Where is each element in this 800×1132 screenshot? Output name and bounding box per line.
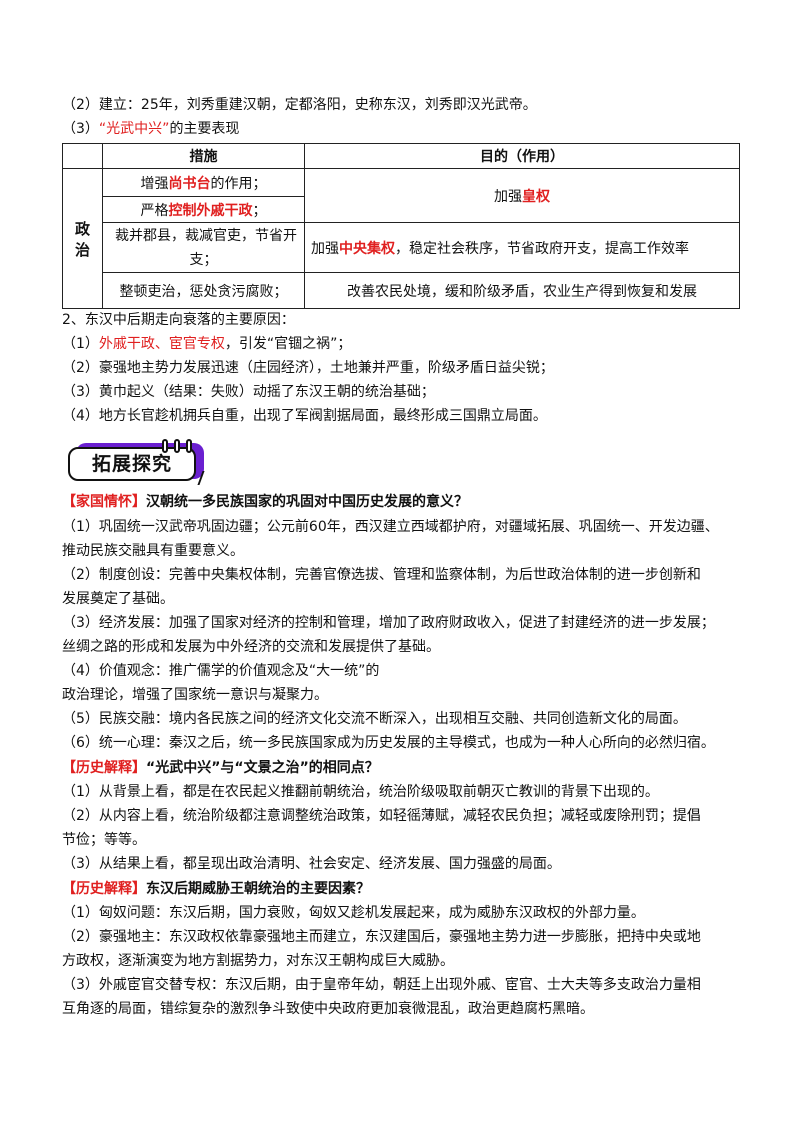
q2-answer-2a: （2）从内容上看，统治阶级都注意调整统治政策，如轻徭薄赋，减轻农民负担；减轻或废… [62, 808, 701, 824]
measure-3-line2: 支； [189, 251, 218, 268]
q3-answer-3a: （3）外戚宦官交替专权：东汉后期，由于皇帝年幼，朝廷上出现外戚、宦官、士大夫等多… [62, 977, 701, 993]
banner-label: 拓展探究 [68, 447, 196, 481]
measure-3: 裁并郡县，裁减官吏，节省开 支； [102, 222, 305, 273]
header-measures: 措施 [102, 143, 305, 169]
q1-answer-6: （6）统一心理：秦汉之后，统一多民族国家成为历史发展的主导模式，也成为一种人心所… [62, 735, 715, 751]
purpose-1-a: 加强 [494, 188, 522, 205]
decline-item-2: （2）豪强地主势力发展迅速（庄园经济），土地兼并严重，阶级矛盾日益尖锐； [62, 360, 554, 376]
decline-1-prefix: （1） [62, 336, 99, 352]
decline-1-suffix: ，引发“官锢之祸”； [224, 336, 352, 352]
measure-2-key: 控制外戚干政 [168, 202, 253, 219]
guangwu-suffix: 的主要表现 [169, 121, 240, 137]
q1-answer-3a: （3）经济发展：加强了国家对经济的控制和管理，增加了政府财政收入，促进了封建经济… [62, 615, 715, 631]
q3-answer-2b: 方政权，逐渐演变为地方割据势力，对东汉王朝构成巨大威胁。 [62, 953, 454, 969]
measure-2: 严格控制外戚干政； [102, 196, 305, 223]
q1-answer-4b: 政治理论，增强了国家统一意识与凝聚力。 [62, 687, 328, 703]
q2-answer-3: （3）从结果上看，都呈现出政治清明、社会安定、经济发展、国力强盛的局面。 [62, 856, 561, 872]
q1-question: 汉朝统一多民族国家的巩固对中国历史发展的意义？ [146, 494, 468, 510]
measure-1: 增强尚书台的作用； [102, 168, 305, 197]
measure-4: 整顿吏治，惩处贪污腐败； [102, 272, 305, 309]
table-row: 政治 增强尚书台的作用； 加强皇权 [62, 168, 740, 309]
header-empty-cell [62, 143, 103, 169]
q3-answer-3b: 互角逐的局面，错综复杂的激烈争斗致使中央政府更加衰微混乱，政治更趋腐朽黑暗。 [62, 1001, 594, 1017]
guangwu-prefix: （3） [62, 121, 99, 137]
purpose-2-b: ，稳定社会秩序，节省政府开支，提高工作效率 [395, 240, 689, 257]
header-purpose: 目的（作用） [304, 143, 740, 169]
q1-answer-1b: 推动民族交融具有重要意义。 [62, 543, 244, 559]
measure-1-b: 的作用； [210, 175, 267, 192]
decline-title: 2、东汉中后期走向衰落的主要原因： [62, 312, 295, 328]
q1-answer-2a: （2）制度创设：完善中央集权体制，完善官僚选拔、管理和监察体制，为后世政治体制的… [62, 567, 701, 583]
q2-answer-2b: 节俭；等等。 [62, 832, 146, 848]
measure-2-a: 严格 [140, 202, 169, 219]
table-header-row: 措施 目的（作用） [62, 143, 740, 169]
q1-title: 【家国情怀】汉朝统一多民族国家的巩固对中国历史发展的意义？ [62, 491, 752, 513]
q3-tag: 【历史解释】 [62, 881, 146, 897]
row-label-politics: 政治 [62, 168, 103, 309]
q1-answer-5: （5）民族交融：境内各民族之间的经济文化交流不断深入，出现相互交融、共同创造新文… [62, 711, 687, 727]
q1-answer-2b: 发展奠定了基础。 [62, 591, 174, 607]
q2-question: “光武中兴”与“文景之治”的相同点？ [146, 760, 379, 776]
measures-table: 措施 目的（作用） 政治 增强尚书台的作用； 加强皇权 严格控制外戚干政； 裁并… [62, 143, 740, 309]
measure-1-a: 增强 [140, 175, 169, 192]
purpose-1: 加强皇权 [304, 168, 740, 223]
q3-answer-2a: （2）豪强地主：东汉政权依靠豪强地主而建立，东汉建国后，豪强地主势力进一步膨胀，… [62, 929, 701, 945]
guangwu-heading: （3）“光武中兴”的主要表现 [62, 118, 752, 140]
q3-title: 【历史解释】东汉后期威胁王朝统治的主要因素？ [62, 878, 752, 900]
purpose-2: 加强中央集权，稳定社会秩序，节省政府开支，提高工作效率 [304, 222, 740, 273]
q2-title: 【历史解释】“光武中兴”与“文景之治”的相同点？ [62, 757, 752, 779]
q1-answer-1a: （1）巩固统一汉武帝巩固边疆；公元前60年，西汉建立西域都护府，对疆域拓展、巩固… [62, 519, 719, 535]
measure-1-key: 尚书台 [168, 175, 211, 192]
binder-rings-icon [162, 437, 208, 455]
table-row: 严格控制外戚干政； [63, 196, 740, 223]
q3-answer-1: （1）匈奴问题：东汉后期，国力衰败，匈奴又趁机发展起来，成为威胁东汉政权的外部力… [62, 905, 645, 921]
decline-item-3: （3）黄巾起义（结果：失败）动摇了东汉王朝的统治基础； [62, 384, 435, 400]
purpose-2-key: 中央集权 [339, 240, 395, 257]
decline-item-4: （4）地方长官趁机拥兵自重，出现了军阀割据局面，最终形成三国鼎立局面。 [62, 408, 547, 424]
purpose-1-key: 皇权 [522, 188, 550, 205]
q1-answer-3b: 丝绸之路的形成和发展为中外经济的交流和发展提供了基础。 [62, 639, 440, 655]
table-row: 整顿吏治，惩处贪污腐败； 改善农民处境，缓和阶级矛盾，农业生产得到恢复和发展 [63, 272, 740, 309]
q1-answer-4a: （4）价值观念：推广儒学的价值观念及“大一统”的 [62, 663, 380, 679]
decline-item-1: （1）外戚干政、宦官专权，引发“官锢之祸”； [62, 333, 752, 355]
measure-2-b: ； [252, 202, 267, 219]
q2-tag: 【历史解释】 [62, 760, 146, 776]
establish-line: （2）建立：25年，刘秀重建汉朝，定都洛阳，史称东汉，刘秀即汉光武帝。 [62, 97, 537, 113]
measure-3-line1: 裁并郡县，裁减官吏，节省开 [115, 227, 297, 244]
guangwu-term: “光武中兴” [98, 121, 170, 137]
table-row: 裁并郡县，裁减官吏，节省开 支； 加强中央集权，稳定社会秩序，节省政府开支，提高… [63, 222, 740, 273]
decline-1-key: 外戚干政、宦官专权 [98, 336, 225, 352]
extension-banner: 拓展探究 [62, 437, 213, 485]
purpose-2-a: 加强 [311, 240, 339, 257]
q1-tag: 【家国情怀】 [62, 494, 146, 510]
q2-answer-1: （1）从背景上看，都是在农民起义推翻前朝统治，统治阶级吸取前朝灭亡教训的背景下出… [62, 784, 659, 800]
q3-question: 东汉后期威胁王朝统治的主要因素？ [146, 881, 370, 897]
purpose-3: 改善农民处境，缓和阶级矛盾，农业生产得到恢复和发展 [304, 272, 740, 309]
